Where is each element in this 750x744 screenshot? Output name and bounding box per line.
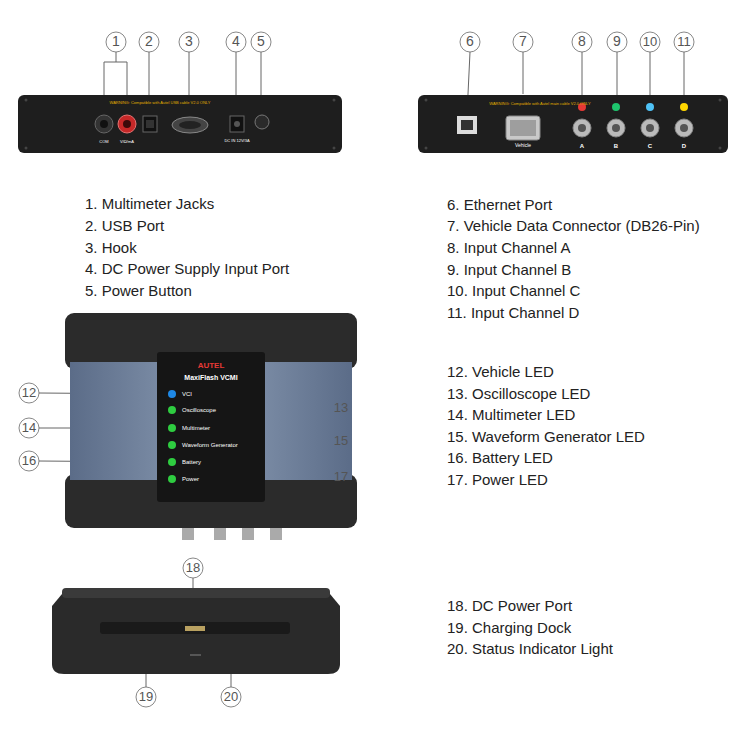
left-panel <box>18 95 342 153</box>
port-label: Vehicle <box>515 143 531 149</box>
led-label: Oscilloscope <box>182 407 216 414</box>
vcmi-device <box>65 313 357 540</box>
callout-number: 6 <box>466 34 474 49</box>
led-label: Multimeter <box>182 425 210 432</box>
channel-label: A <box>580 143 584 150</box>
part-name: 3. Hook <box>85 240 137 257</box>
callout-number: 16 <box>22 454 36 468</box>
led-label: VCI <box>182 391 192 398</box>
callout-number: 13 <box>334 401 348 415</box>
part-name: 9. Input Channel B <box>447 262 571 279</box>
callout-number: 5 <box>257 34 265 49</box>
part-name: 11. Input Channel D <box>447 305 579 322</box>
part-name: 1. Multimeter Jacks <box>85 196 214 213</box>
led-label: Waveform Generator <box>182 442 238 449</box>
charging-dock <box>52 588 340 674</box>
callout-number: 15 <box>334 434 348 448</box>
callout-number: 3 <box>185 34 193 49</box>
part-name: 5. Power Button <box>85 283 192 300</box>
right-panel <box>418 95 728 153</box>
part-name: 17. Power LED <box>447 472 548 489</box>
part-name: 4. DC Power Supply Input Port <box>85 261 289 278</box>
brand-logo: AUTEL <box>198 362 225 371</box>
callout-number: 8 <box>578 34 586 49</box>
callout-number: 7 <box>519 34 527 49</box>
channel-label: C <box>648 143 652 150</box>
callout-number: 9 <box>613 34 621 49</box>
jack-label: V/Ω/mA <box>120 140 134 144</box>
part-name: 6. Ethernet Port <box>447 197 552 214</box>
part-name: 15. Waveform Generator LED <box>447 429 645 446</box>
part-name: 7. Vehicle Data Connector (DB26-Pin) <box>447 218 700 235</box>
part-name: 16. Battery LED <box>447 450 553 467</box>
callout-number: 18 <box>186 561 200 575</box>
part-name: 18. DC Power Port <box>447 598 572 615</box>
warning-text: WARNING: Compatible with Autel main cabl… <box>489 102 590 106</box>
callout-number: 12 <box>22 386 36 400</box>
callout-number: 1 <box>112 34 120 49</box>
part-name: 12. Vehicle LED <box>447 364 554 381</box>
callout-number: 11 <box>677 35 691 49</box>
part-name: 2. USB Port <box>85 218 164 235</box>
callout-number: 2 <box>145 34 153 49</box>
model-name: MaxiFlash VCMI <box>184 374 237 382</box>
part-name: 13. Oscilloscope LED <box>447 386 590 403</box>
part-name: 20. Status Indicator Light <box>447 641 613 658</box>
callout-number: 20 <box>224 690 238 704</box>
led-label: Battery <box>182 459 201 466</box>
led-label: Power <box>182 476 199 483</box>
jack-label: COM <box>99 140 108 144</box>
callout-number: 17 <box>334 470 348 484</box>
callout-number: 14 <box>22 421 36 435</box>
callout-number: 10 <box>643 35 657 49</box>
part-name: 10. Input Channel C <box>447 283 580 300</box>
part-name: 14. Multimeter LED <box>447 407 575 424</box>
channel-label: B <box>614 143 618 150</box>
warning-text: WARNING: Compatible with Autel USB cable… <box>110 101 211 105</box>
port-label: DC IN 12V/3A <box>224 139 249 143</box>
channel-label: D <box>682 143 686 150</box>
part-name: 19. Charging Dock <box>447 620 571 637</box>
callout-number: 4 <box>232 34 240 49</box>
part-name: 8. Input Channel A <box>447 240 570 257</box>
callout-number: 19 <box>139 690 153 704</box>
